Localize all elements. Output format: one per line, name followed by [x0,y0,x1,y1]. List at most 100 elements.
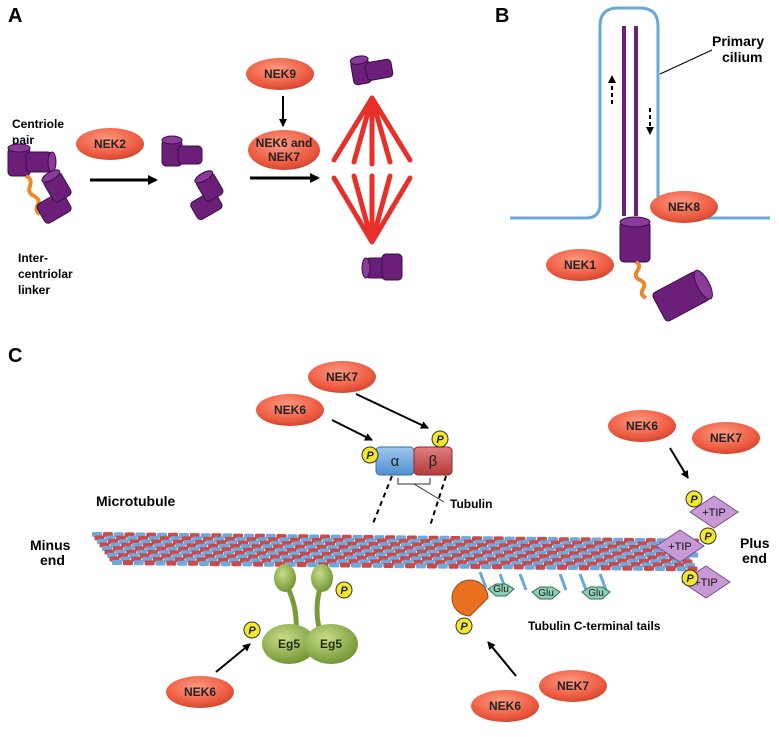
enzyme-phospho-label: P [460,621,468,633]
tubulin-subunit [535,564,546,570]
spindle-microtubules-upper [331,95,413,167]
eg5-label-2: Eg5 [320,637,342,651]
panel-a-letter: A [8,5,22,27]
nek7-top-kinase: NEK7 [308,361,376,393]
tubulin-subunit [546,564,557,570]
arrow-nek7-to-beta [355,393,429,429]
panel-c-letter: C [8,345,22,367]
nek8-kinase: NEK8 [650,191,718,223]
tubulin-label: Tubulin [450,497,492,511]
nek6-left-kinase: NEK6 [166,676,234,708]
tubulin-subunit [470,564,481,569]
basal-linker [633,260,648,300]
tubulin-subunit [665,566,676,572]
nek6-nek7-kinase: NEK6 and NEK7 [248,130,320,170]
beta-tubulin-label: β [429,453,438,470]
tubulin-subunit [654,566,665,571]
tubulin-subunit [296,562,307,567]
centriole-label-line2: pair [12,133,34,147]
nek9-label: NEK9 [264,67,296,81]
tubulin-subunit [144,560,155,566]
nek6-top-label: NEK6 [274,403,306,417]
tip1-phospho: P [685,490,703,508]
tubulin-subunit [112,560,122,565]
tubulin-subunit [372,562,383,568]
beta-phospho-label: P [436,434,444,446]
tip1-phospho-label: P [690,494,698,506]
tubulin-subunit [133,560,144,566]
basal-body [619,216,651,263]
tubulin-subunit [589,565,600,571]
glu-label-2: Glu [538,588,554,599]
tubulin-subunit [492,564,502,570]
nek1-kinase: NEK1 [546,249,614,281]
nek67-label-line1: NEK6 and [256,136,313,150]
tubulin-subunit [220,561,231,567]
tubulin-subunit [242,561,253,567]
tubulin-subunit [405,563,416,569]
tip2-phospho: P [699,527,717,545]
glu-label-1: Glu [493,584,509,595]
zoom-line-left [371,475,393,527]
c-terminal-tails [478,571,608,591]
tubulin-subunit [307,562,318,568]
centriole-pair [7,143,72,224]
eg5-phospho-right-label: P [340,585,348,597]
nek7-top-label: NEK7 [326,370,358,384]
tubulin-subunit [350,562,361,568]
tubulin-subunit [568,565,578,570]
nek6-left-label: NEK6 [184,685,216,699]
arrow-nek6-to-eg5 [215,643,251,673]
nek9-kinase: NEK9 [246,58,314,90]
tubulin-subunit [416,563,426,569]
nek7-bottom-kinase: NEK7 [539,670,607,702]
glu-residue-3: Glu [581,586,611,600]
glu-residue-2: Glu [531,586,561,600]
nek2-kinase: NEK2 [76,128,144,160]
glutamylase-enzyme [451,579,489,617]
daughter-centriole [652,269,713,322]
eg5-label-1: Eg5 [278,637,300,651]
nek67-label-line2: NEK7 [268,150,300,164]
tip3-phospho-label: P [686,573,694,585]
tubulin-subunit [633,565,644,571]
tubulin-subunit [253,561,264,567]
microtubule-lattice [92,532,700,572]
tubulin-subunit [383,563,394,568]
tubulin-subunit [198,561,209,566]
nek7-bottom-label: NEK7 [557,679,589,693]
nek8-label: NEK8 [668,200,700,214]
separated-centriole-upper [161,135,203,167]
alpha-phospho-label: P [366,450,374,462]
tubulin-subunit [231,561,242,567]
tip-protein-1: +TIP [689,495,739,529]
plus-end-label-line2: end [742,550,767,566]
arrow-nek6-to-alpha [331,419,373,441]
nek2-label: NEK2 [94,137,126,151]
separated-centriole-lower [190,170,224,221]
zoom-line-right [429,475,447,527]
tubulin-subunit [426,563,437,569]
spindle-pole-centriole-bottom [361,253,403,281]
tubulin-subunit [448,563,459,569]
tubulin-subunit [155,560,166,566]
plus-end-label-line1: Plus [740,535,770,551]
tubulin-subunit [524,564,535,570]
cilium-label-line1: Primary [712,33,764,49]
alpha-tubulin-label: α [391,453,400,470]
centriole-lower [36,169,72,224]
eg5-motor: Eg5 Eg5 [262,564,358,664]
tubulin-subunit [437,563,448,569]
tubulin-subunit [361,562,372,568]
tubulin-subunit [264,561,274,567]
minus-end-label-line2: end [40,552,65,568]
enzyme-phospho: P [455,617,473,635]
tubulin-subunit [578,565,589,571]
panel-b-letter: B [495,5,509,27]
nek6-bottom-kinase: NEK6 [471,690,539,722]
tip-label-1: +TIP [702,507,726,519]
centriole-label-line1: Centriole [12,117,64,131]
tubulin-subunit [166,560,177,566]
tubulin-subunit [502,564,513,570]
tubulin-subunit [644,565,654,571]
